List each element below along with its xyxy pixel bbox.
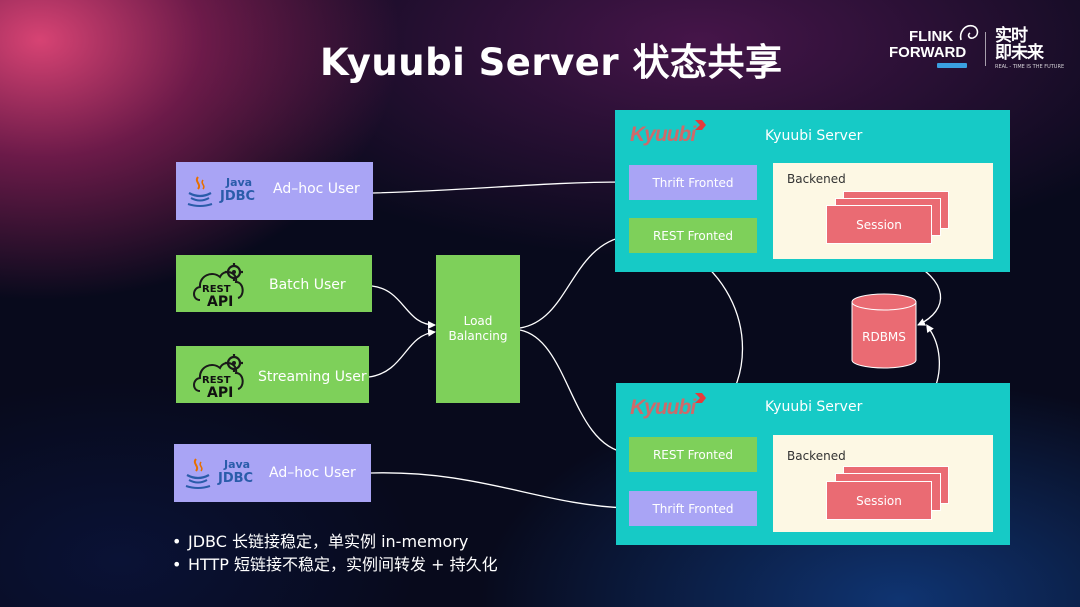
fronted-label: REST Fronted bbox=[652, 228, 734, 243]
fronted-label: REST Fronted bbox=[652, 447, 734, 462]
brand-line2: FORWARD bbox=[889, 44, 967, 61]
jdbc-text: JDBC bbox=[218, 471, 254, 486]
session-label: Session bbox=[856, 493, 902, 508]
server-title-top: Kyuubi Server bbox=[765, 128, 863, 144]
session-bottom: Session bbox=[826, 481, 932, 520]
fronted-label: Thrift Fronted bbox=[652, 175, 734, 190]
backend-label-bottom: Backened bbox=[787, 449, 846, 463]
rest-fronted-top: REST Fronted bbox=[629, 218, 757, 253]
rest-api-logo: REST API bbox=[190, 351, 248, 401]
flink-forward-logo: FLINK FORWARD 实时 即未来 REAL - TIME IS THE … bbox=[887, 24, 1067, 72]
brand-tag bbox=[937, 63, 967, 68]
edge-lb-to-rest-top bbox=[519, 233, 628, 329]
lb-line2: Balancing bbox=[448, 329, 508, 343]
edge-jdbc-bottom-to-thrift bbox=[370, 472, 628, 512]
thrift-fronted-top: Thrift Fronted bbox=[629, 165, 757, 200]
java-cup-icon bbox=[185, 458, 211, 489]
rest-text: REST bbox=[202, 284, 231, 295]
kyuubi-logo-bottom: Kyuubi bbox=[630, 396, 696, 419]
squirrel-icon bbox=[959, 24, 979, 41]
edge-lb-to-rest-bottom bbox=[519, 329, 628, 456]
edge-jdbc-top-to-thrift bbox=[372, 178, 628, 194]
session-top: Session bbox=[826, 205, 932, 244]
api-text: API bbox=[207, 294, 234, 310]
edge-streaming-to-lb bbox=[368, 328, 436, 378]
rest-api-cloud-icon bbox=[193, 354, 244, 392]
edge-batch-to-lb bbox=[371, 285, 436, 329]
brand-subline: REAL - TIME IS THE FUTURE bbox=[995, 64, 1065, 70]
client-label: Ad–hoc User bbox=[269, 465, 356, 481]
jdbc-text: JDBC bbox=[220, 189, 256, 204]
bullet-text: HTTP 短链接不稳定，实例间转发 + 持久化 bbox=[188, 555, 498, 574]
rdbms-label: RDBMS bbox=[862, 330, 906, 344]
java-jdbc-logo: Java JDBC bbox=[182, 456, 270, 490]
api-text: API bbox=[207, 385, 234, 401]
jdbc-adhoc-user-top: Java JDBC Ad–hoc User bbox=[176, 162, 373, 220]
bullet-list: •JDBC 长链接稳定，单实例 in-memory •HTTP 短链接不稳定，实… bbox=[172, 530, 498, 576]
lb-line1: Load bbox=[463, 314, 493, 328]
brand-zh-line2: 即未来 bbox=[995, 43, 1044, 63]
java-cup-icon bbox=[187, 176, 213, 207]
rest-fronted-bottom: REST Fronted bbox=[629, 437, 757, 472]
bullet-item: •JDBC 长链接稳定，单实例 in-memory bbox=[172, 532, 469, 551]
rest-api-cloud-icon bbox=[193, 263, 244, 301]
kyuubi-logo-mark bbox=[695, 393, 706, 403]
brand-zh-line1: 实时 bbox=[995, 26, 1028, 46]
jdbc-adhoc-user-bottom: Java JDBC Ad–hoc User bbox=[174, 444, 371, 502]
bullet-item: •HTTP 短链接不稳定，实例间转发 + 持久化 bbox=[172, 555, 498, 574]
java-text: Java bbox=[226, 176, 253, 189]
kyuubi-logo-mark bbox=[695, 120, 706, 130]
client-label: Streaming User bbox=[258, 369, 367, 385]
server-title-bottom: Kyuubi Server bbox=[765, 399, 863, 415]
bullet-text: JDBC 长链接稳定，单实例 in-memory bbox=[188, 532, 469, 551]
kyuubi-logo-top: Kyuubi bbox=[630, 123, 696, 146]
logo-divider bbox=[985, 32, 986, 66]
client-label: Ad–hoc User bbox=[273, 181, 360, 197]
backend-label-top: Backened bbox=[787, 172, 846, 186]
brand-chinese: 实时 即未来 bbox=[995, 26, 1044, 63]
fronted-label: Thrift Fronted bbox=[652, 501, 734, 516]
thrift-fronted-bottom: Thrift Fronted bbox=[629, 491, 757, 526]
brand-wordmark: FLINK FORWARD bbox=[889, 29, 966, 61]
rest-api-logo: REST API bbox=[190, 260, 248, 310]
client-label: Batch User bbox=[269, 277, 346, 293]
rest-text: REST bbox=[202, 375, 231, 386]
brand-line1: FLINK bbox=[909, 28, 954, 45]
batch-user: REST API Batch User bbox=[176, 255, 372, 312]
streaming-user: REST API Streaming User bbox=[176, 346, 369, 403]
page-title: Kyuubi Server 状态共享 bbox=[320, 41, 783, 84]
java-jdbc-logo: Java JDBC bbox=[184, 174, 272, 208]
session-label: Session bbox=[856, 217, 902, 232]
java-text: Java bbox=[224, 458, 251, 471]
load-balancer: Load Balancing bbox=[436, 255, 520, 403]
